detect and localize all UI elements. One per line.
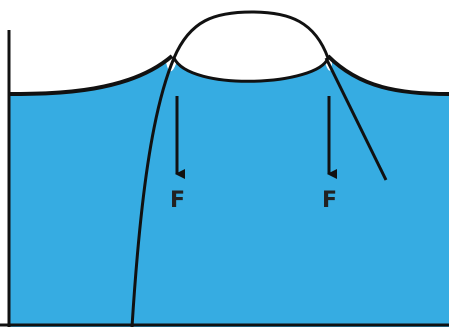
water-body <box>9 58 449 327</box>
droplet <box>172 10 330 83</box>
right-force-label: F <box>322 188 337 213</box>
water-surface-line <box>8 54 449 96</box>
left-force-label: F <box>170 188 185 213</box>
left-contact-line <box>130 57 176 327</box>
right-contact-line <box>324 57 388 181</box>
